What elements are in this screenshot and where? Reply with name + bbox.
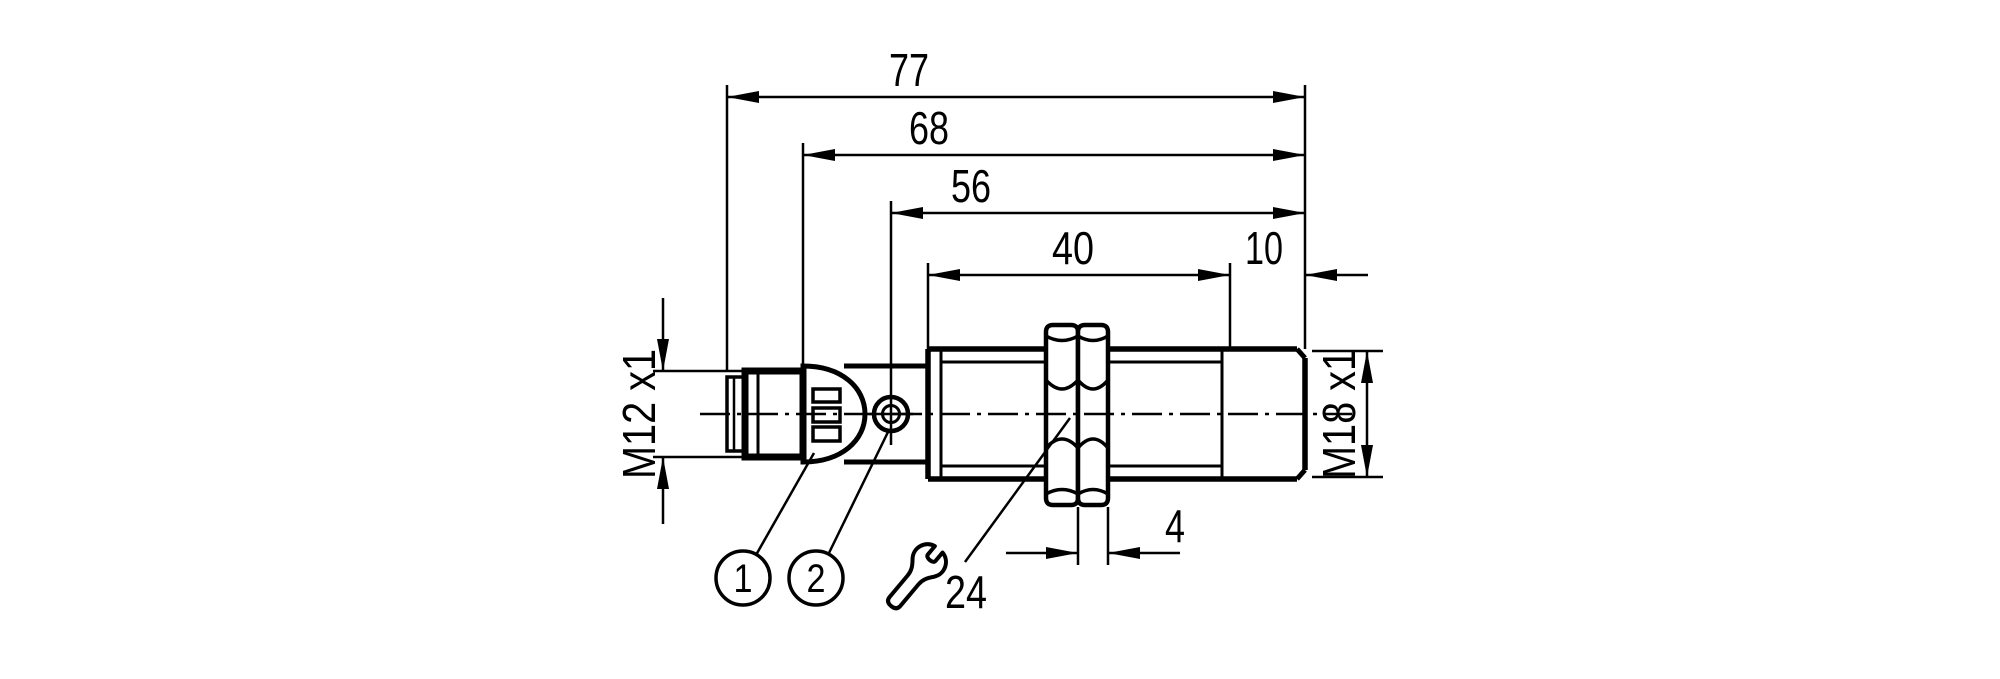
wrench-size-label: 24 — [945, 566, 987, 618]
callouts: 1 2 — [714, 549, 845, 607]
led-window — [811, 425, 842, 443]
arrow — [1198, 269, 1230, 281]
ext-lines-nut — [1076, 507, 1110, 565]
front-chamfers — [1295, 347, 1307, 481]
arrow — [891, 207, 923, 219]
dim-label-m18: M18 x1 — [1313, 349, 1365, 479]
arrow — [657, 457, 669, 489]
arrow — [727, 91, 759, 103]
dim-label-68: 68 — [909, 102, 949, 154]
callout-2-label: 2 — [807, 557, 826, 601]
front-section-lines — [1222, 346, 1297, 482]
dim-label-10: 10 — [1245, 222, 1283, 274]
dim-ticks-m18 — [1312, 349, 1383, 479]
arrow — [803, 149, 835, 161]
dimension-labels: 77 68 56 40 10 4 24 M12 x1 M18 x1 — [613, 44, 1365, 618]
arrow — [1361, 351, 1373, 383]
arrow — [928, 269, 960, 281]
wrench-outline — [886, 542, 948, 611]
arrow — [1273, 207, 1305, 219]
dim-label-77: 77 — [889, 44, 929, 96]
dimension-arrows — [657, 91, 1373, 559]
arrow — [1361, 445, 1373, 477]
callout-2-balloon — [787, 549, 845, 607]
callout-1-balloon — [714, 549, 772, 607]
dim-label-4: 4 — [1165, 500, 1185, 552]
leader-wrench — [963, 417, 1072, 563]
dim-label-56: 56 — [951, 160, 991, 212]
arrow — [1273, 91, 1305, 103]
leader-callout-1 — [754, 452, 816, 556]
dim-ticks-m12 — [653, 369, 776, 459]
arrow — [1046, 547, 1078, 559]
leader-callout-2 — [826, 431, 890, 556]
dim-label-40: 40 — [1052, 222, 1094, 274]
callout-1-label: 1 — [734, 557, 753, 601]
threaded-barrel — [925, 346, 1308, 482]
arrow — [1108, 547, 1140, 559]
led-window — [811, 387, 842, 404]
arrow — [657, 339, 669, 371]
dim-label-m12: M12 x1 — [613, 349, 665, 479]
dimension-lines — [653, 85, 1383, 565]
arrow — [1273, 149, 1305, 161]
neck-outline — [844, 363, 928, 465]
hex-nut-facets — [1044, 334, 1110, 496]
led-windows — [811, 387, 842, 443]
wrench-icon — [886, 542, 948, 611]
arrow — [1305, 269, 1337, 281]
